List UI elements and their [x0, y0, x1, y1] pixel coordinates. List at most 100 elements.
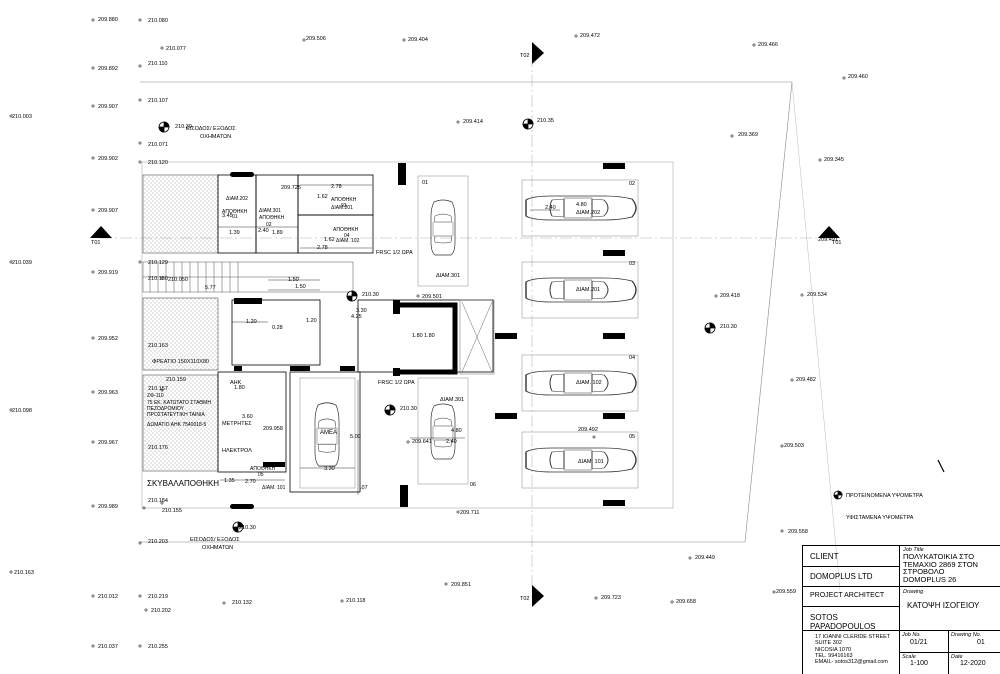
parking-bay-number: 03 — [629, 261, 635, 267]
spot-level: 210.110 — [148, 61, 167, 67]
dimension-label: 3.30 — [324, 466, 335, 472]
plan-label: 75 ΕΚ. ΚΑΤΩΤΑΤΟ ΣΤΑΘΜΗ — [147, 400, 211, 406]
plan-label: ΑΠΟΘΗΚΗ — [250, 466, 276, 472]
address-line: TEL. 99416163 — [815, 652, 853, 659]
plan-label: 04 — [344, 233, 350, 239]
dimension-label: .07 — [360, 485, 368, 491]
building-outline — [141, 161, 674, 509]
plan-label: 03 — [341, 203, 347, 209]
spot-level: 210.107 — [148, 98, 168, 104]
spot-level: 209.418 — [720, 293, 740, 299]
spot-level: 210.012 — [98, 594, 118, 600]
date-label: Date — [951, 654, 963, 660]
plan-label: ΠΡΟΣΤΑΤΕΥΤΙΚΗ ΤΑΙΝΙΑ — [147, 412, 205, 418]
dimension-label: 1.20 — [246, 319, 257, 325]
plan-label: ΠΡΟΤΕΙΝΟΜΕΝΑ ΥΨΟΜΕΤΡΑ — [846, 493, 923, 499]
address-line: 17 IOANNI CLERIDE STREET — [815, 634, 891, 640]
spot-level: 209.989 — [98, 504, 118, 510]
dimension-label: 3.60 — [242, 414, 253, 420]
plan-label: ΟΧΗΜΑΤΩΝ — [202, 545, 233, 551]
level-marker-value: 210.30 — [400, 406, 417, 412]
spot-level: 210.184 — [148, 498, 168, 504]
parking-bay-number: 06 — [470, 482, 476, 488]
plan-label: ΣΚΥΒΑΛΑΠΟΘΗΚΗ — [147, 479, 219, 488]
dimension-label: 1.89 — [272, 230, 283, 236]
dimension-label: 4.80 — [451, 428, 462, 434]
dimension-label: 1.50 — [288, 277, 299, 283]
spot-level: 209.907 — [98, 208, 118, 214]
spot-level: 209.491 — [818, 237, 838, 243]
job-title-line: DOMOPLUS 26 — [903, 574, 957, 584]
spot-level: 210.098 — [12, 408, 32, 414]
existing-level-crosses — [9, 18, 846, 648]
plan-label: ΔΩΜΑΤΙΟ ΑΗΚ 7540018-5 — [147, 422, 206, 428]
dimension-label: 1.20 — [306, 318, 317, 324]
drawing-no: 01 — [977, 639, 985, 646]
section-mark-label: T02 — [520, 596, 529, 602]
dimension-label: 4.25 — [351, 314, 362, 320]
plan-label: ΖΦ-110 — [147, 393, 164, 399]
dimension-label: 5.00 — [350, 434, 361, 440]
dimension-label: 1.80 — [412, 333, 423, 339]
job-title-line: ΣΤΡΟΒΟΛΟ — [903, 567, 945, 576]
architect-name: SOTOS PAPADOPOULOS — [810, 613, 876, 631]
spot-level: 209.711 — [460, 510, 479, 516]
scale-label: Scale — [902, 654, 916, 660]
address-line: EMAIL- sotos312@gmail.com — [815, 659, 888, 666]
spot-level: 209.506 — [306, 36, 326, 42]
site-boundary — [140, 81, 793, 543]
parking-bay-label: ΔΙΑΜ.202 — [576, 210, 600, 216]
spot-level: 209.641 — [412, 439, 432, 445]
address-line: SUITE 302 — [815, 640, 842, 647]
spot-level: 210.071 — [148, 142, 168, 148]
spot-level: 210.080 — [148, 18, 168, 24]
parking-bay-label: ΔΙΑΜ.301 — [436, 273, 460, 279]
spot-level: 209.492 — [578, 427, 598, 433]
spot-level: 210.255 — [148, 644, 168, 650]
spot-level: 209.534 — [807, 292, 827, 298]
address-line: NICOSIA 1070 — [815, 646, 852, 653]
architect-label: PROJECT ARCHITECT — [810, 592, 885, 599]
section-markers — [90, 42, 840, 607]
parking-bay-number: 02 — [629, 181, 635, 187]
level-markers — [158, 118, 945, 533]
parking-bay-number: 05 — [629, 434, 635, 440]
plan-label: ΥΦΙΣΤΑΜΕΝΑ ΥΨΟΜΕΤΡΑ — [846, 515, 914, 521]
drawing-label: Drawing — [903, 589, 924, 595]
client-name: DOMOPLUS LTD — [810, 572, 873, 581]
parking-bay-label: ΔΙΑΜ. 101 — [578, 459, 604, 465]
dimension-label: 2.40 — [446, 439, 457, 445]
structural-columns — [230, 163, 625, 509]
parking-bay-number: 01 — [422, 180, 428, 186]
plan-label: ΑΠΟΘΗΚΗ — [333, 227, 359, 233]
dimension-label: 2.40 — [545, 205, 556, 211]
plan-label: ΜΕΤΡΗΤΕΣ — [222, 421, 252, 427]
spot-level: 210.003 — [12, 114, 32, 120]
drawing-name: ΚΑΤΟΨΗ ΙΣΟΓΕΙΟΥ — [907, 601, 980, 610]
scale-value: 1-100 — [910, 660, 928, 667]
spot-level: 209.460 — [848, 74, 868, 80]
client-label: CLIENT — [810, 552, 839, 561]
job-title-line: ΤΕΜΑΧΙΟ 2869 ΣΤΟΝ — [903, 559, 978, 569]
dimension-label: 3.45 — [222, 213, 233, 219]
plan-label: 01 — [232, 214, 238, 220]
plan-label: ΗΛΕΚΤΡΟΛ — [222, 448, 252, 454]
dimension-label: 2.78 — [317, 245, 328, 251]
spot-level: 210.159 — [166, 377, 186, 383]
spot-level: 209.963 — [98, 390, 118, 396]
section-mark-label: T01 — [91, 240, 100, 246]
plan-label: ΠΕΖΟΔΡΟΜΙΟΥ — [147, 406, 185, 412]
parking-bay-label: ΔΙΑΜ.201 — [576, 287, 600, 293]
dimension-label: 1.62 — [317, 194, 328, 200]
level-marker-value: 210.30 — [175, 124, 192, 130]
spot-level: 209.851 — [451, 582, 471, 588]
plan-label: ΑΠΟΘΗΚΗ — [331, 197, 357, 203]
spot-level: 210.163 — [14, 570, 34, 576]
plan-label: 05 — [258, 472, 264, 478]
job-title-line: ΠΟΛΥΚΑΤΟΙΚΙΑ ΣΤΟ — [903, 552, 975, 561]
plan-label: ΔΙΑΜ. 102 — [336, 238, 360, 244]
spot-level: 209.466 — [758, 42, 778, 48]
plan-label: ΑΠΟΘΗΚΗ — [222, 209, 248, 215]
parking-bay-label: ΔΙΑΜ. 102 — [576, 380, 602, 386]
plan-label: 02 — [266, 222, 272, 228]
